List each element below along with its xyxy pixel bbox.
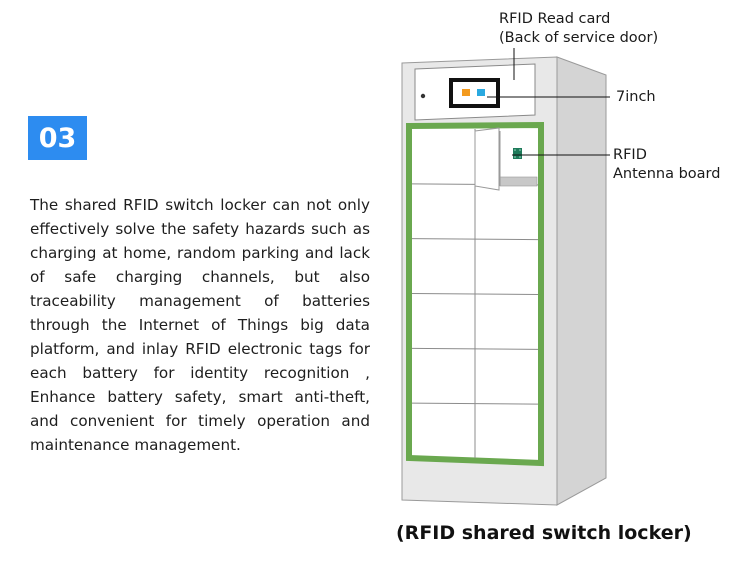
open-compartment-shelf xyxy=(499,176,538,187)
callout-rfid-antenna-line1: RFID xyxy=(613,147,647,163)
description-text: The shared RFID switch locker can not on… xyxy=(30,196,370,454)
locker-side-panel xyxy=(556,56,607,506)
section-number-badge: 03 xyxy=(28,116,87,160)
screen-app-icon-orange xyxy=(462,89,470,96)
service-door-lock-icon xyxy=(420,93,426,99)
diagram-caption: (RFID shared switch locker) xyxy=(396,522,692,544)
callout-rfid-read-card-line2: (Back of service door) xyxy=(499,30,659,46)
callout-7inch-screen: 7inch xyxy=(616,89,656,105)
description-block: The shared RFID switch locker can not on… xyxy=(30,193,370,457)
rfid-antenna-board-icon xyxy=(513,148,522,159)
touch-screen xyxy=(449,78,500,108)
callout-rfid-antenna-line2: Antenna board xyxy=(613,166,721,182)
section-number: 03 xyxy=(38,122,77,154)
callout-rfid-read-card-line1: RFID Read card xyxy=(499,11,611,27)
screen-app-icon-blue xyxy=(477,89,485,96)
open-compartment-door xyxy=(474,127,500,191)
callout-rfid-antenna: RFID Antenna board xyxy=(613,146,720,184)
callout-rfid-read-card: RFID Read card (Back of service door) xyxy=(499,10,658,48)
